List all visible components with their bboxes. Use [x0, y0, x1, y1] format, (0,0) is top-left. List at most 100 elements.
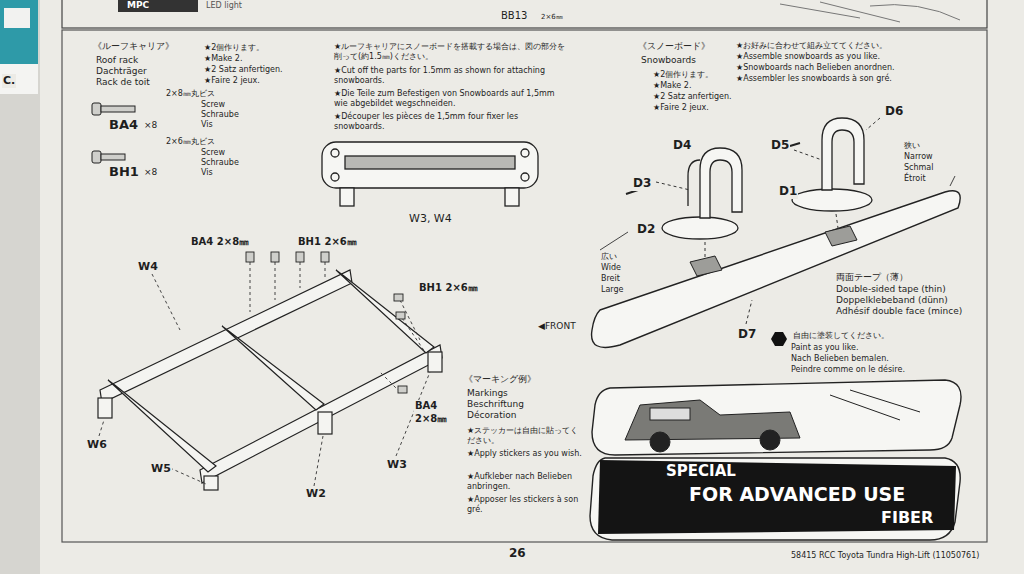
direction-label: Large	[600, 285, 625, 295]
note-text: ★お好みに合わせて組み立ててください。	[735, 41, 888, 51]
drawing-part	[521, 173, 529, 181]
sheet-text: C.	[2, 74, 16, 88]
note-text: ★Make 2.	[203, 54, 243, 64]
section-title: Markings	[466, 388, 509, 399]
drawing-part	[101, 154, 125, 160]
drawing-part	[100, 270, 352, 403]
front-marker: ◀FRONT	[537, 321, 577, 332]
drawing-part	[650, 432, 670, 452]
drawing-part	[246, 252, 407, 393]
part-number: D4	[672, 138, 692, 153]
drawing-part	[62, 30, 987, 542]
drawing-part	[396, 312, 405, 319]
drawing-part	[92, 103, 101, 115]
note-text: ★Apposer les stickers à son gré.	[466, 495, 586, 515]
drawing-part	[296, 252, 304, 262]
direction-label: Breit	[600, 274, 621, 284]
direction-label: 狭い	[903, 141, 921, 151]
note-text: ★Cut off the parts for 1.5mm as shown fo…	[333, 66, 570, 86]
drawing-part	[246, 252, 254, 262]
section-title: Snowboards	[640, 55, 697, 66]
callout-label: BA4 2×8㎜	[414, 400, 460, 425]
direction-label: Narrow	[903, 152, 934, 162]
part-number: W3, W4	[408, 212, 453, 226]
paint-note: Peindre comme on le désire.	[790, 365, 906, 375]
drawing-part	[400, 300, 425, 352]
note-text: ★Découper les pièces de 1,5mm four fixer…	[333, 112, 570, 132]
direction-label: Wide	[600, 263, 622, 273]
logo-text: MPC	[126, 0, 150, 11]
drawing-part	[322, 142, 538, 188]
note-text: ★Apply stickers as you wish.	[466, 449, 586, 459]
note-text: ★Faire 2 jeux.	[203, 76, 261, 86]
header-text: LED light	[205, 1, 243, 11]
drawing-part	[625, 390, 920, 452]
drawing-part	[99, 274, 430, 486]
drawing-part	[688, 160, 700, 206]
direction-label: Étroit	[903, 174, 927, 184]
drawing-part	[62, 0, 987, 28]
section-title: Rack de toit	[95, 77, 151, 88]
note-text: ★2 Satz anfertigen.	[203, 65, 284, 75]
page-number: 26	[508, 546, 527, 561]
part-number: D2	[636, 222, 656, 237]
paint-note: Nach Belieben bemalen.	[790, 354, 890, 364]
drawing-part	[118, 0, 198, 12]
tape-note: 両面テープ（薄）	[835, 272, 909, 283]
note-text: ★Snowboards nach Belieben anordnen.	[735, 63, 896, 73]
drawing-part	[331, 149, 339, 157]
sticker-text: FIBER	[880, 508, 934, 528]
drawing-part	[760, 430, 780, 450]
part-number: BB13	[500, 10, 528, 23]
section-title: 《ルーフキャリア》	[92, 41, 175, 52]
drawing-part	[650, 408, 690, 420]
drawing-part	[822, 118, 864, 190]
part-number: D7	[737, 327, 757, 342]
part-number: D3	[632, 176, 652, 191]
drawing-part	[505, 188, 519, 206]
part-number: D6	[884, 104, 904, 119]
callout-label: BH1 2×6㎜	[418, 282, 479, 295]
drawing-part	[825, 226, 857, 246]
note-text: ★2 Satz anfertigen.	[652, 92, 733, 102]
part-number: W4	[137, 260, 159, 274]
part-number: W6	[86, 438, 108, 452]
drawing-part	[662, 217, 738, 239]
section-title: Décoration	[466, 410, 517, 421]
drawing-part	[394, 294, 403, 301]
drawing-part	[592, 191, 961, 348]
part-number: BH1	[108, 164, 140, 180]
part-number: D5	[770, 138, 790, 153]
drawing-part	[108, 380, 216, 472]
note-text: ★2個作ります。	[652, 70, 714, 80]
direction-label: Schmal	[903, 163, 934, 173]
drawing-part	[340, 188, 354, 206]
quantity: ×8	[143, 167, 158, 178]
section-title: Beschriftung	[466, 399, 525, 410]
drawing-part	[792, 189, 872, 211]
drawing-part	[222, 326, 324, 410]
section-title: Dachträger	[95, 66, 148, 77]
note-text: ★Assembler les snowboards à son gré.	[735, 74, 893, 84]
note-text: ★ルーフキャリアにスノーボードを搭載する場合は、図の部分を削って(約1.5㎜)く…	[333, 42, 570, 62]
drawing-part	[92, 151, 101, 163]
tape-note: Double-sided tape (thin)	[835, 284, 947, 295]
section-title: 《マーキング例》	[463, 374, 537, 385]
drawing-part	[101, 106, 135, 112]
callout-label: BA4 2×8㎜	[190, 236, 250, 249]
note-text: ★ステッカーは自由に貼ってください。	[466, 426, 586, 446]
drawing-part	[780, 2, 960, 22]
quantity: ×8	[143, 120, 158, 131]
screw-name: Schraube	[200, 110, 240, 120]
drawing-part	[700, 148, 742, 218]
section-title: 《スノーボード》	[637, 41, 711, 52]
drawing-part	[4, 8, 30, 28]
screw-name: Vis	[200, 120, 214, 130]
drawing-part	[204, 476, 218, 490]
drawing-part	[830, 390, 920, 420]
part-number: W2	[305, 487, 327, 501]
drawing-part	[398, 386, 407, 393]
tape-note: Adhésif double face (mince)	[835, 306, 963, 317]
drawing-part	[592, 380, 961, 455]
